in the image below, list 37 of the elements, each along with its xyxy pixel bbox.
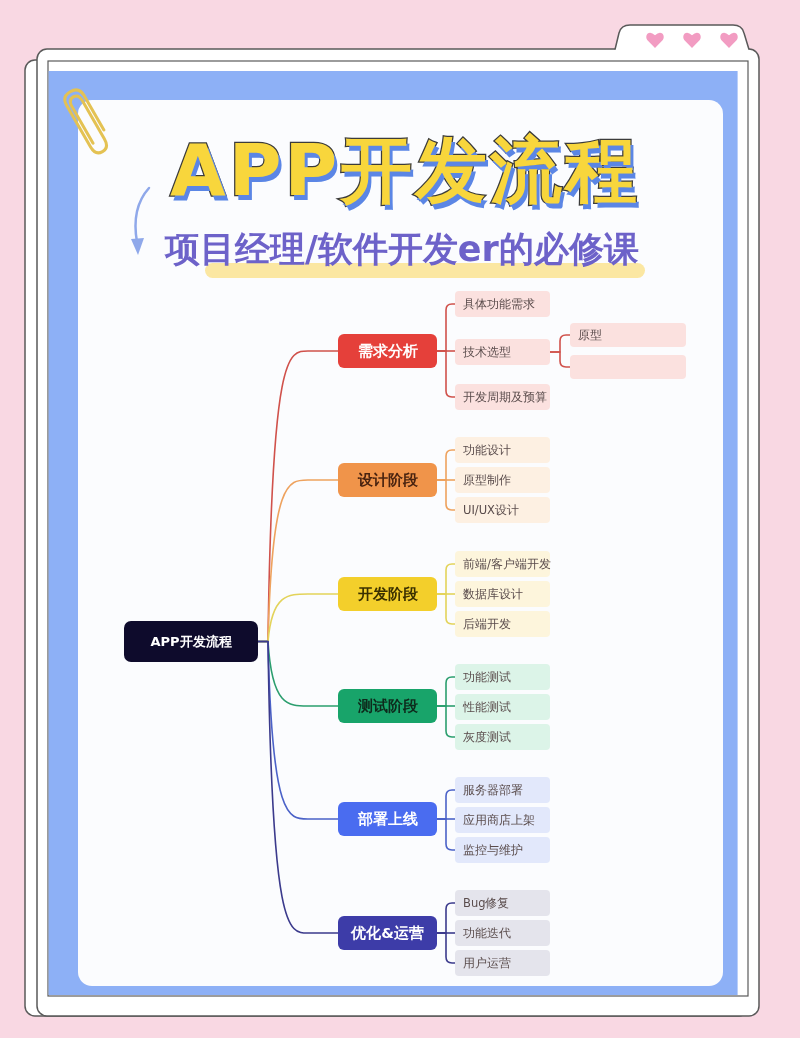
title: APP开发流程 — [170, 134, 641, 206]
leaf-box: Bug修复 — [455, 890, 550, 916]
branch-box: 测试阶段 — [338, 689, 437, 723]
leaf-box: 功能测试 — [455, 664, 550, 690]
leaf-box: 后端开发 — [455, 611, 550, 637]
subtitle: 项目经理/软件开发er的必修课 — [165, 228, 639, 270]
leaf-box: 服务器部署 — [455, 777, 550, 803]
leaf-box: 性能测试 — [455, 694, 550, 720]
connector-line — [436, 350, 456, 398]
leaf-box: 技术选型 — [455, 339, 550, 365]
leaf-box: 具体功能需求 — [455, 291, 550, 317]
leaf-box: 开发周期及预算 — [455, 384, 550, 410]
connector-line — [436, 932, 456, 964]
branch-box: 开发阶段 — [338, 577, 437, 611]
branch-box: 需求分析 — [338, 334, 437, 368]
leaf-box: 数据库设计 — [455, 581, 550, 607]
leaf-box: 原型制作 — [455, 467, 550, 493]
leaf-box — [570, 355, 686, 379]
connector-line — [436, 593, 456, 625]
leaf-box: 功能设计 — [455, 437, 550, 463]
leaf-box: 前端/客户端开发 — [455, 551, 550, 577]
connector-line — [436, 818, 456, 851]
connector-line — [549, 351, 571, 368]
leaf-box: 应用商店上架 — [455, 807, 550, 833]
leaf-box: 原型 — [570, 323, 686, 347]
connector-line — [436, 705, 456, 738]
connector-line — [436, 479, 456, 511]
leaf-box: 功能迭代 — [455, 920, 550, 946]
branch-box: 优化&运营 — [338, 916, 437, 950]
connector-line — [257, 640, 339, 934]
leaf-box: 用户运营 — [455, 950, 550, 976]
leaf-box: UI/UX设计 — [455, 497, 550, 523]
root-box: APP开发流程 — [124, 621, 258, 662]
branch-box: 部署上线 — [338, 802, 437, 836]
leaf-box: 灰度测试 — [455, 724, 550, 750]
branch-box: 设计阶段 — [338, 463, 437, 497]
leaf-box: 监控与维护 — [455, 837, 550, 863]
